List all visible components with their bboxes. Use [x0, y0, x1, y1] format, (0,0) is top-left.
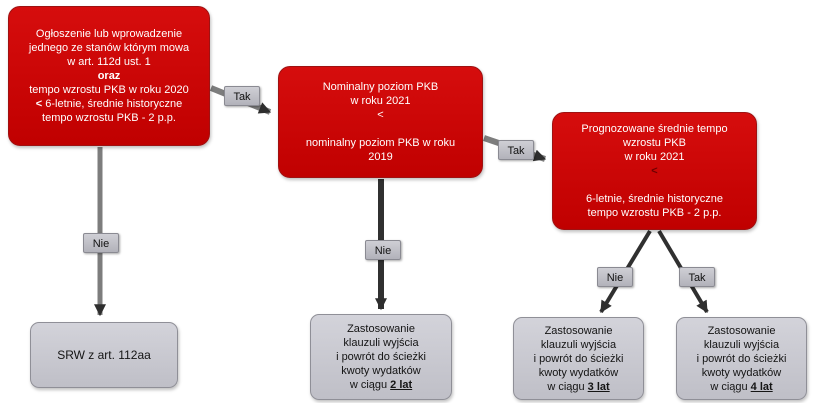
condition-1-text: tempo wzrostu PKB w roku 2020	[29, 84, 189, 96]
exit4-text: klauzuli wyjścia	[703, 338, 780, 351]
condition-2-text: 2019	[368, 151, 393, 163]
blank-line	[561, 178, 748, 192]
edge-label-nie-3: Nie	[597, 267, 633, 287]
exit4-text: i powrót do ścieżki	[696, 352, 787, 365]
exit2-text: kwoty wydatków	[341, 365, 421, 377]
exit2-years: 2 lat	[390, 379, 413, 391]
edge-label-tak-3: Tak	[679, 267, 715, 287]
condition-1-text: jednego ze stanów którym mowa	[28, 42, 190, 54]
condition-3-text: tempo wzrostu PKB - 2 p.p.	[587, 207, 722, 219]
exit3-text: kwoty wydatków	[538, 366, 619, 379]
exit3-text: Zastosowanie	[544, 324, 613, 337]
exit3-text: klauzuli wyjścia	[540, 338, 617, 351]
condition-1-text: w art. 112d ust. 1	[67, 56, 151, 68]
condition-2-text: w roku 2021	[350, 95, 411, 107]
exit2-text: klauzuli wyjścia	[343, 337, 419, 349]
edge-label-nie-2: Nie	[365, 240, 401, 260]
exit3-text: i powrót do ścieżki	[533, 352, 624, 365]
exit4-years: 4 lat	[750, 380, 773, 393]
result-node-exit-3-years: Zastosowanie klauzuli wyjścia i powrót d…	[513, 317, 644, 400]
condition-3-text: Prognozowane średnie tempo	[581, 123, 728, 135]
exit3-years: 3 lat	[587, 380, 610, 393]
condition-2-text: nominalny poziom PKB w roku	[305, 137, 456, 149]
exit3-text: w ciągu 3 lat	[547, 380, 610, 393]
condition-3-text: 6-letnie, średnie historyczne	[586, 193, 723, 205]
exit4-text: Zastosowanie	[707, 324, 776, 337]
condition-3-text: w roku 2021	[624, 151, 685, 163]
condition-node-forecast-growth: Prognozowane średnie tempo wzrostu PKB w…	[552, 112, 757, 230]
less-than-symbol: <	[651, 165, 658, 177]
edge-label-nie-1: Nie	[83, 233, 119, 253]
less-than-symbol: <	[35, 98, 43, 110]
exit2-text: i powrót do ścieżki	[336, 351, 426, 363]
less-than-symbol: <	[377, 109, 384, 121]
edge-label-tak-1: Tak	[224, 86, 260, 106]
exit4-text: w ciągu 4 lat	[710, 380, 773, 393]
exit2-text: Zastosowanie	[347, 323, 415, 335]
condition-2-text: Nominalny poziom PKB	[322, 81, 439, 93]
srw-label: SRW z art. 112aa	[57, 348, 151, 362]
condition-1-text: tempo wzrostu PKB - 2 p.p.	[42, 112, 176, 124]
edge-label-tak-2: Tak	[498, 140, 534, 160]
exit2-text: w ciągu 2 lat	[349, 379, 413, 391]
condition-3-text: wzrostu PKB	[623, 137, 686, 149]
exit4-text: kwoty wydatków	[701, 366, 782, 379]
result-node-exit-2-years: Zastosowanie klauzuli wyjścia i powrót d…	[310, 314, 452, 400]
result-node-srw: SRW z art. 112aa	[30, 322, 178, 388]
condition-node-art112d: Ogłoszenie lub wprowadzenie jednego ze s…	[8, 6, 210, 146]
condition-1-oraz: oraz	[97, 70, 121, 82]
condition-1-text: < 6-letnie, średnie historyczne	[35, 98, 183, 110]
condition-node-nominal-gdp: Nominalny poziom PKB w roku 2021 < nomin…	[278, 66, 483, 178]
result-node-exit-4-years: Zastosowanie klauzuli wyjścia i powrót d…	[676, 317, 807, 400]
blank-line	[287, 122, 474, 136]
condition-1-text: Ogłoszenie lub wprowadzenie	[35, 28, 183, 40]
